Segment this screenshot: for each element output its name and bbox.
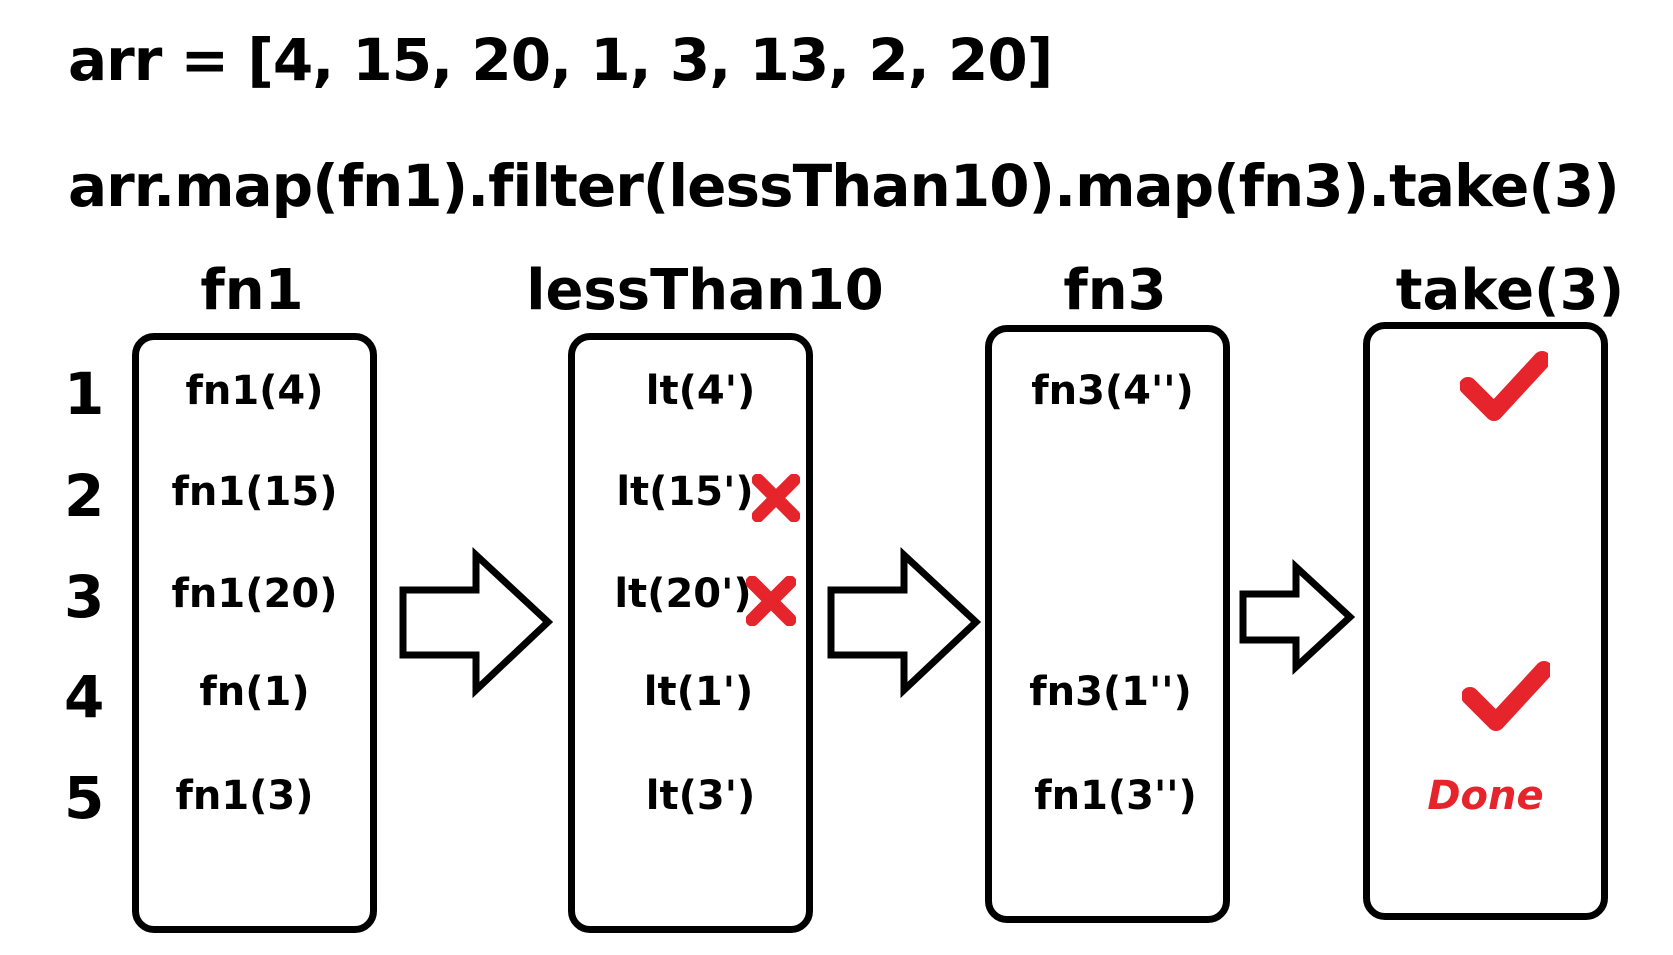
row-number: 2 bbox=[64, 462, 105, 530]
check-icon bbox=[1460, 351, 1548, 421]
cross-icon bbox=[746, 576, 796, 626]
fn1-cell: fn1(15) bbox=[171, 469, 338, 515]
column-title-fn1: fn1 bbox=[200, 258, 304, 323]
method-chain: arr.map(fn1).filter(lessThan10).map(fn3)… bbox=[68, 152, 1620, 220]
fn3-cell: fn3(4'') bbox=[1031, 368, 1194, 414]
row-number: 4 bbox=[64, 663, 105, 731]
fn1-cell: fn1(3) bbox=[175, 773, 314, 819]
row-number: 5 bbox=[64, 764, 105, 832]
done-label: Done bbox=[1427, 773, 1544, 819]
fn1-cell: fn1(20) bbox=[171, 571, 338, 617]
column-box-take bbox=[1363, 322, 1608, 920]
lessthan10-cell: lt(20') bbox=[614, 571, 752, 617]
row-number: 3 bbox=[64, 563, 105, 631]
lessthan10-cell: lt(4') bbox=[645, 368, 756, 414]
fn3-cell: fn1(3'') bbox=[1034, 773, 1197, 819]
right-arrow-icon bbox=[827, 546, 982, 699]
column-box-lessthan10 bbox=[568, 333, 813, 933]
check-icon bbox=[1462, 661, 1550, 731]
lessthan10-cell: lt(1') bbox=[643, 669, 754, 715]
cross-icon bbox=[752, 474, 800, 522]
array-definition: arr = [4, 15, 20, 1, 3, 13, 2, 20] bbox=[68, 26, 1053, 94]
lessthan10-cell: lt(3') bbox=[645, 773, 756, 819]
column-title-fn3: fn3 bbox=[1063, 258, 1167, 323]
fn1-cell: fn1(4) bbox=[185, 368, 324, 414]
lessthan10-cell: lt(15') bbox=[616, 469, 754, 515]
fn3-cell: fn3(1'') bbox=[1029, 669, 1192, 715]
fn1-cell: fn(1) bbox=[199, 669, 310, 715]
column-box-fn1 bbox=[132, 333, 377, 933]
column-box-fn3 bbox=[985, 325, 1230, 923]
column-title-take: take(3) bbox=[1395, 258, 1625, 323]
row-number: 1 bbox=[64, 360, 105, 428]
column-title-lessthan10: lessThan10 bbox=[526, 258, 884, 323]
right-arrow-icon bbox=[1239, 558, 1356, 676]
right-arrow-icon bbox=[399, 546, 554, 699]
